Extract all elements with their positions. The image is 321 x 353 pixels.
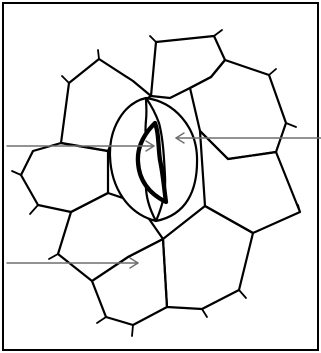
epidermal-cell-right — [200, 131, 300, 233]
wall-stub-left-5 — [62, 76, 69, 83]
epidermal-cell-top — [151, 36, 225, 98]
wall-stub-bottom-1 — [239, 290, 246, 298]
arrow-guard-cell — [176, 133, 321, 143]
wall-stub-bottom-2 — [202, 309, 207, 317]
wall-stub-left-3 — [30, 205, 38, 214]
wall-stub-top-2 — [214, 30, 222, 36]
wall-stub-left-4 — [12, 171, 21, 175]
wall-stub-left-1 — [97, 317, 106, 323]
wall-stub-right-2 — [286, 123, 296, 127]
wall-stub-right-1 — [269, 69, 276, 75]
wall-stub-top-3 — [98, 50, 99, 59]
wall-stub-left-2 — [49, 254, 58, 259]
epidermal-cell-bottom — [92, 239, 167, 325]
wall-stub-bottom-3 — [132, 325, 133, 336]
wall-stub-right-3 — [298, 205, 300, 212]
wall-stub-top-1 — [150, 36, 156, 42]
epidermal-cell-lower-right — [163, 206, 253, 309]
epidermal-cell-upper-right — [190, 60, 286, 159]
epidermal-cell-left — [21, 143, 108, 212]
